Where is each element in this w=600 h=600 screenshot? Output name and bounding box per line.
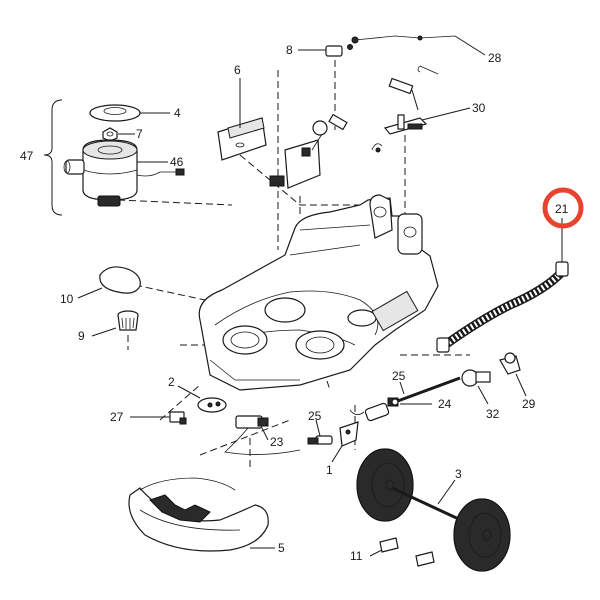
callout-11: 11 — [350, 549, 363, 563]
callout-21: 21 — [555, 202, 569, 216]
part-4-disc — [89, 104, 141, 122]
part-21-hose — [436, 261, 569, 353]
group-bracket-47 — [43, 99, 63, 216]
callout-5: 5 — [278, 541, 285, 555]
part-9-filter — [117, 310, 139, 331]
part-11-clips — [379, 537, 435, 567]
callout-29: 29 — [522, 397, 536, 411]
callout-7: 7 — [136, 127, 143, 141]
callout-46: 46 — [170, 155, 184, 169]
callout-28: 28 — [488, 51, 502, 65]
callout-27: 27 — [110, 410, 124, 424]
part-10-cover — [99, 266, 141, 294]
part-1-bracket — [339, 421, 359, 447]
callout-8: 8 — [286, 43, 293, 57]
callout-24: 24 — [438, 397, 452, 411]
highlight-circle-21 — [542, 187, 584, 229]
part-2-valve — [197, 397, 227, 413]
part-32-fitting — [461, 369, 491, 387]
part-3-wheel-axle — [356, 448, 511, 572]
part-6-bracket — [217, 117, 267, 161]
callout-labels: 47 4 7 46 6 8 28 30 21 10 9 2 27 23 25 2… — [20, 43, 569, 563]
part-25-rod-right — [391, 376, 461, 406]
part-main-housing — [198, 194, 439, 391]
callout-4: 4 — [174, 106, 181, 120]
part-46-motor — [63, 139, 185, 207]
callout-30: 30 — [472, 101, 486, 115]
callout-1: 1 — [326, 463, 333, 477]
callout-47: 47 — [20, 149, 34, 163]
switch-assembly — [269, 113, 348, 189]
callout-3: 3 — [455, 467, 462, 481]
callout-23: 23 — [270, 435, 284, 449]
part-7-nut — [102, 127, 118, 142]
callout-9: 9 — [78, 329, 85, 343]
part-24-solenoid — [349, 397, 399, 422]
callout-32: 32 — [486, 407, 500, 421]
callout-25-left: 25 — [308, 409, 322, 423]
part-27-clip — [169, 411, 187, 425]
callout-25-right: 25 — [392, 369, 406, 383]
part-25-fitting-left — [307, 435, 333, 445]
callout-2: 2 — [168, 375, 175, 389]
part-5-squeegee — [128, 477, 269, 552]
part-28-cable — [351, 35, 456, 44]
part-8-clip — [325, 44, 353, 57]
callout-6: 6 — [234, 63, 241, 77]
callout-10: 10 — [60, 292, 74, 306]
part-29-elbow — [499, 352, 521, 375]
part-30-assembly — [371, 65, 439, 153]
part-23-pump — [224, 415, 301, 455]
